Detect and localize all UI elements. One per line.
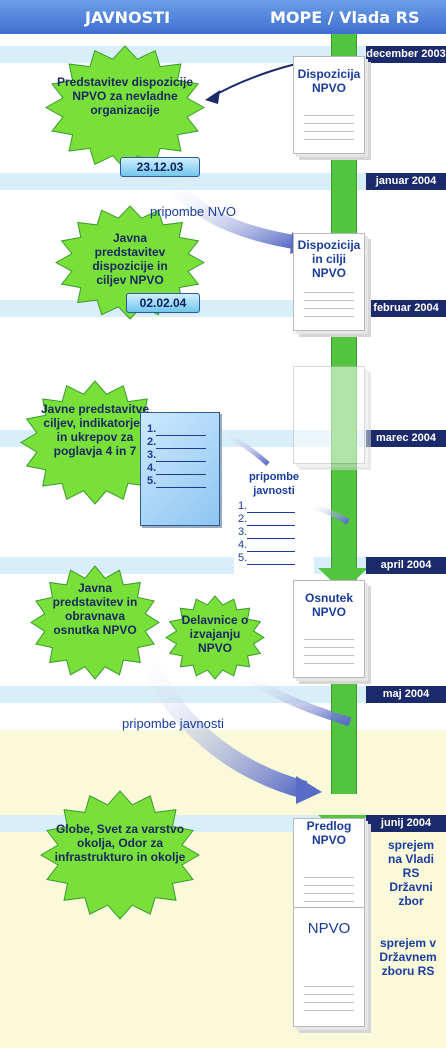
star-globe-label: Globe, Svet za varstvo okolja, Odor za i… <box>54 822 186 864</box>
document-npvo-final: NPVO <box>293 907 365 1027</box>
month-marec: marec 2004 <box>366 430 446 447</box>
star-globe: Globe, Svet za varstvo okolja, Odor za i… <box>40 790 200 920</box>
arrow-delavnice <box>237 668 352 727</box>
arrow-list-1 <box>217 429 270 466</box>
label-drzavni-zbor: Državni zbor <box>389 880 433 908</box>
document-dispozicija-cilji: Dispozicija in cilji NPVO <box>293 233 365 331</box>
month-januar: januar 2004 <box>366 173 446 190</box>
arrow-javnosti-head <box>296 776 322 804</box>
date-badge-1: 23.12.03 <box>120 157 200 177</box>
document-predlog-title: Predlog NPVO <box>306 819 352 847</box>
month-april: april 2004 <box>366 557 446 574</box>
document-osnutek-title: Osnutek NPVO <box>304 591 353 619</box>
month-junij: junij 2004 <box>366 815 446 832</box>
star-globe-shape <box>40 790 200 920</box>
star-obravnava-osnutka-label: Javna predstavitev in obravnava osnutka … <box>52 581 138 637</box>
star-obravnava-osnutka-shape <box>30 565 160 680</box>
arrow-doc1-to-star-head <box>205 90 220 104</box>
star-delavnice: Delavnice o izvajanju NPVO <box>165 595 265 680</box>
date-badge-2: 02.02.04 <box>126 293 200 313</box>
document-predlog: Predlog NPVO <box>293 818 365 916</box>
arrow-nvo <box>164 175 302 250</box>
label-sprejem-vlada: sprejem na Vladi RS <box>387 838 435 880</box>
public-comments-items: 1. 2. 3. 4. 5. <box>238 500 296 565</box>
public-comments-list: pripombe javnosti 1. 2. 3. 4. 5. <box>234 470 314 580</box>
month-maj: maj 2004 <box>366 686 446 703</box>
star-javne-predstavitve: Javne predstavitve ciljev, indikatorjev … <box>20 380 170 505</box>
star-predstavitev-nvo-label: Predstavitev dispozicije NPVO za nevladn… <box>56 75 194 117</box>
star-predstavitev-nvo-shape <box>45 45 205 170</box>
star-delavnice-label: Delavnice o izvajanju NPVO <box>181 613 249 655</box>
document-osnutek: Osnutek NPVO <box>293 580 365 678</box>
header-bar: JAVNOSTI MOPE / Vlada RS <box>0 0 446 34</box>
star-predstavitev-nvo: Predstavitev dispozicije NPVO za nevladn… <box>45 45 205 170</box>
comment-sheet: 1. 2. 3. 4. 5. <box>140 412 220 526</box>
document-dispozicija-title: Dispozicija NPVO <box>297 67 361 95</box>
comment-sheet-list: 1. 2. 3. 4. 5. <box>147 423 207 488</box>
header-javnosti: JAVNOSTI <box>85 8 171 27</box>
document-dispozicija-cilji-title: Dispozicija in cilji NPVO <box>297 238 361 280</box>
document-npvo-final-title: NPVO <box>307 920 351 937</box>
star-delavnice-shape <box>165 595 265 680</box>
star-obravnava-osnutka: Javna predstavitev in obravnava osnutka … <box>30 565 160 680</box>
public-comments-title: pripombe javnosti <box>248 471 300 497</box>
label-sprejem-dz: sprejem v Državnem zboru RS <box>379 936 437 978</box>
month-december: december 2003 <box>366 46 446 63</box>
header-mope: MOPE / Vlada RS <box>270 8 420 27</box>
star-javne-predstavitve-shape <box>20 380 170 505</box>
arrow-list-2 <box>309 502 350 525</box>
document-dispozicija: Dispozicija NPVO <box>293 56 365 154</box>
month-februar: februar 2004 <box>366 300 446 317</box>
arrow-javnosti <box>131 641 308 799</box>
star-javne-predstavitve-label: Javne predstavitve ciljev, indikatorjev … <box>40 402 150 458</box>
star-javna-predstavitev: Javna predstavitev dispozicije in ciljev… <box>55 205 205 320</box>
label-pripombe-nvo: pripombe NVO <box>150 204 236 219</box>
star-javna-predstavitev-label: Javna predstavitev dispozicije in ciljev… <box>92 231 168 287</box>
label-pripombe-javnosti: pripombe javnosti <box>122 716 224 731</box>
document-blank <box>293 366 365 464</box>
